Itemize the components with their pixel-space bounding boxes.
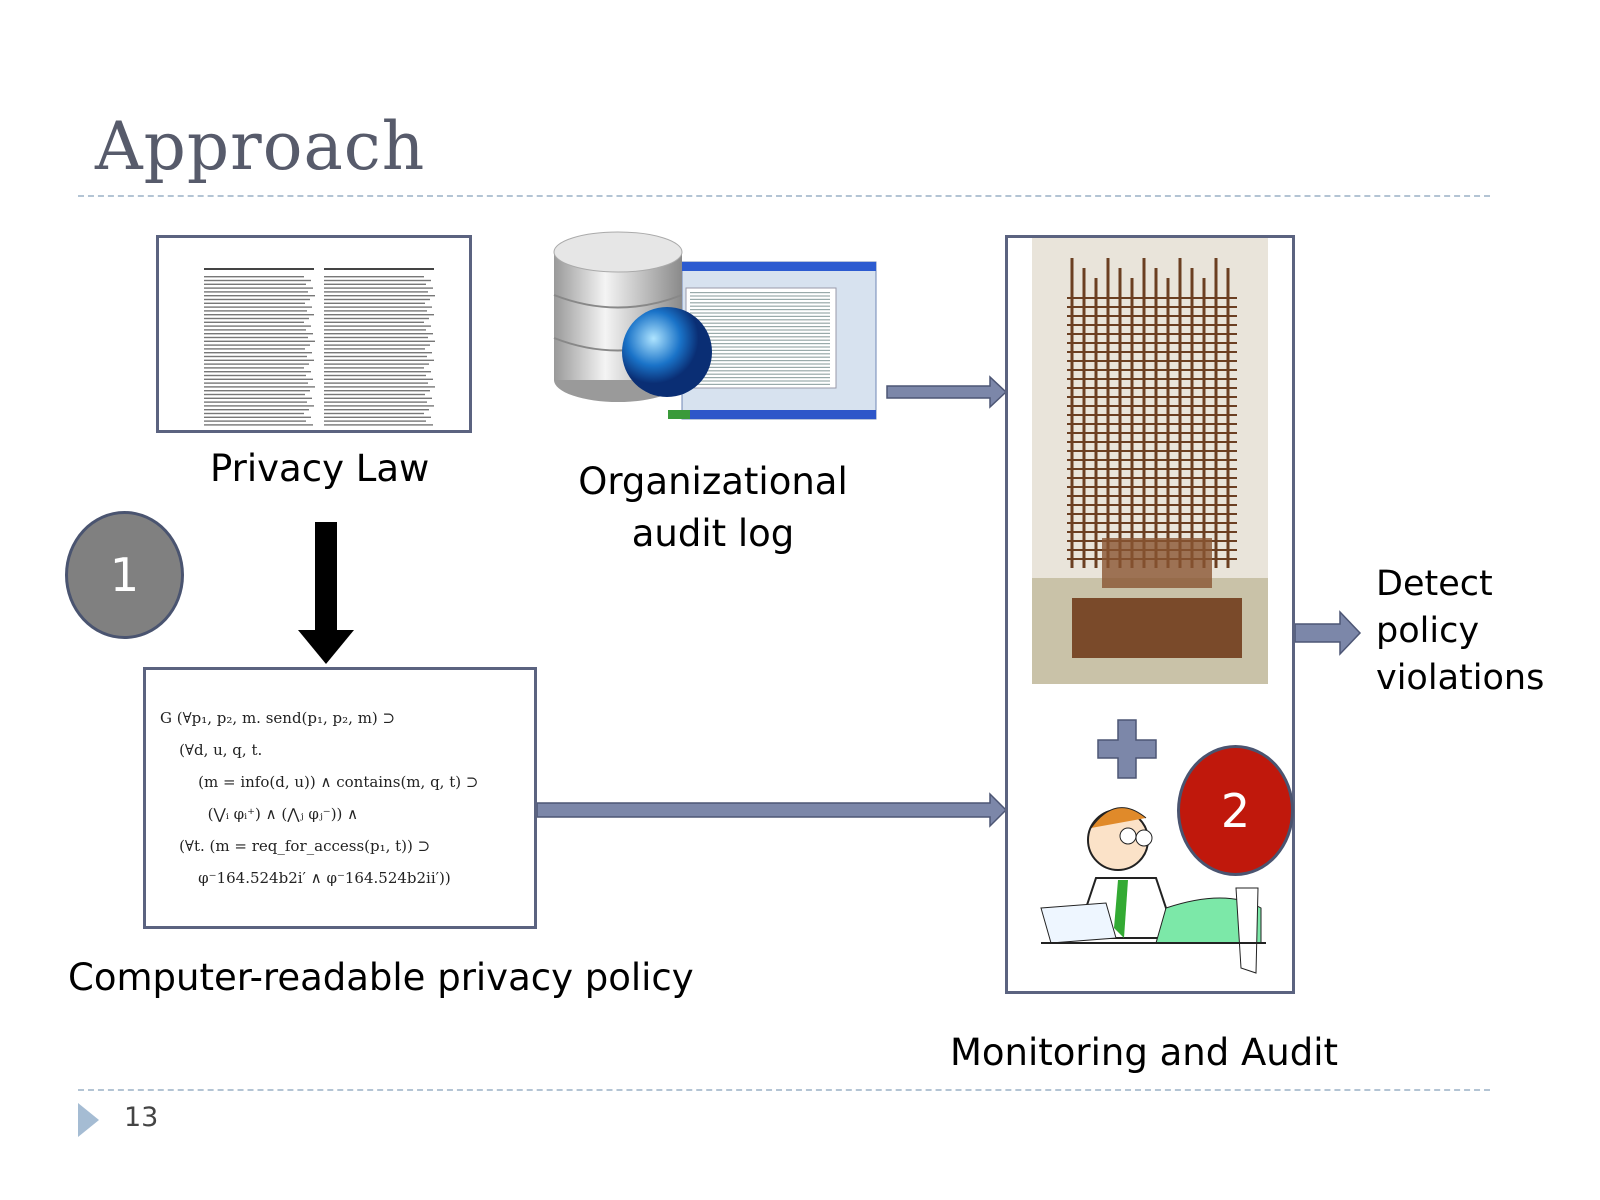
output-label: Detect policy violations <box>1376 561 1544 702</box>
title-divider <box>78 195 1490 197</box>
audit-log-label-line1: Organizational <box>578 460 848 503</box>
output-line: violations <box>1376 658 1545 698</box>
policy-label: Computer-readable privacy policy <box>68 956 694 999</box>
step-1-number: 1 <box>109 548 140 602</box>
formula-line: G (∀p₁, p₂, m. send(p₁, p₂, m) ⊃ <box>160 709 396 727</box>
policy-formula-box: G (∀p₁, p₂, m. send(p₁, p₂, m) ⊃ (∀d, u,… <box>143 667 537 929</box>
formula-line: (∀d, u, q, t. <box>160 741 263 759</box>
policy-formula: G (∀p₁, p₂, m. send(p₁, p₂, m) ⊃ (∀d, u,… <box>160 702 478 894</box>
output-line: Detect <box>1376 564 1493 604</box>
arrow-monitor-to-output <box>1294 610 1362 656</box>
arrow-policy-to-monitor <box>536 792 1008 828</box>
formula-line: (∀t. (m = req_for_access(p₁, t)) ⊃ <box>160 837 431 855</box>
difference-engine-image <box>1032 238 1268 684</box>
step-1-badge: 1 <box>65 511 184 639</box>
plus-icon <box>1097 719 1157 779</box>
footer-divider <box>78 1089 1490 1091</box>
output-line: policy <box>1376 611 1480 651</box>
arrow-log-to-monitor <box>886 375 1008 409</box>
bullet-triangle-icon <box>78 1103 99 1137</box>
audit-log-label: Organizational audit log <box>560 460 866 555</box>
audit-log-label-line2: audit log <box>631 512 795 555</box>
legal-document-icon <box>204 268 435 426</box>
formula-line: φ⁻164.524b2i′ ∧ φ⁻164.524b2ii′)) <box>160 869 451 887</box>
page-number: 13 <box>124 1102 159 1133</box>
privacy-law-label: Privacy Law <box>210 447 430 490</box>
auditor-cartoon-image <box>1040 807 1266 974</box>
step-2-badge: 2 <box>1177 745 1294 876</box>
monitoring-box <box>1005 235 1295 994</box>
slide-title: Approach <box>95 108 426 185</box>
monitoring-label: Monitoring and Audit <box>950 1031 1339 1074</box>
database-globe-icon <box>553 231 877 420</box>
formula-line: (⋁ᵢ φᵢ⁺) ∧ (⋀ⱼ φⱼ⁻)) ∧ <box>160 805 359 823</box>
step-2-number: 2 <box>1220 783 1251 838</box>
privacy-law-document <box>156 235 472 433</box>
formula-line: (m = info(d, u)) ∧ contains(m, q, t) ⊃ <box>160 773 479 791</box>
arrow-law-to-policy <box>298 522 354 664</box>
